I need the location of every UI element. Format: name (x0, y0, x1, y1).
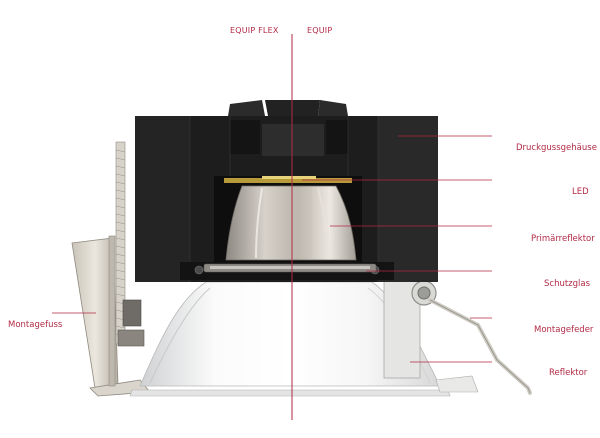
label-primary-reflector: Primärreflektor (531, 234, 595, 244)
primary-reflector (225, 185, 357, 261)
led-module (224, 176, 352, 183)
label-mounting-spring: Montagefeder (534, 325, 594, 335)
label-led: LED (572, 187, 589, 197)
variant-label-left: EQUIP FLEX (230, 26, 279, 35)
label-protective-glass: Schutzglas (544, 279, 591, 289)
label-mounting-foot: Montagefuss (8, 320, 63, 330)
label-housing: Druckgussgehäuse (516, 143, 597, 153)
label-reflector: Reflektor (549, 368, 588, 378)
variant-label-right: EQUIP (307, 26, 333, 35)
leader-lines (52, 135, 492, 363)
mounting-spring (383, 277, 532, 395)
protective-glass (203, 263, 377, 273)
